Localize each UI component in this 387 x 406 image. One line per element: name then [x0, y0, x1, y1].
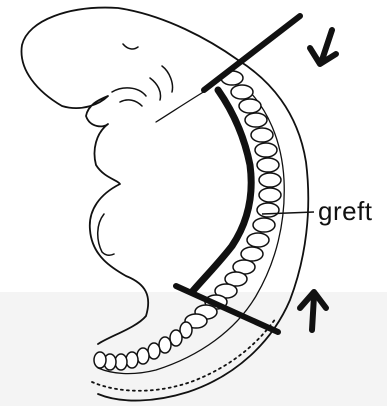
upper-cut-line: [204, 16, 300, 90]
somite: [239, 99, 261, 113]
somite: [257, 158, 279, 172]
somite: [126, 352, 138, 368]
limb-bud-outline: [98, 214, 114, 255]
somite: [257, 203, 279, 217]
somite: [259, 173, 281, 187]
somite: [245, 113, 267, 127]
somite: [115, 354, 127, 370]
somite: [253, 218, 275, 232]
somite: [148, 343, 160, 359]
somite: [94, 352, 106, 368]
somite: [231, 85, 253, 99]
body-wall-line: [156, 88, 210, 122]
somite: [255, 143, 277, 157]
somite: [159, 337, 171, 353]
somite: [241, 247, 263, 261]
somite: [170, 330, 182, 346]
face-detail-mouth: [123, 44, 138, 49]
somite: [137, 348, 149, 364]
somite: [251, 128, 273, 142]
graft-label: greft: [318, 196, 373, 227]
somite: [259, 188, 281, 202]
somite: [247, 233, 269, 247]
arrow-down-icon: [310, 30, 336, 64]
face-detail-lines: [112, 66, 173, 106]
lower-panel-tint: [0, 292, 387, 406]
